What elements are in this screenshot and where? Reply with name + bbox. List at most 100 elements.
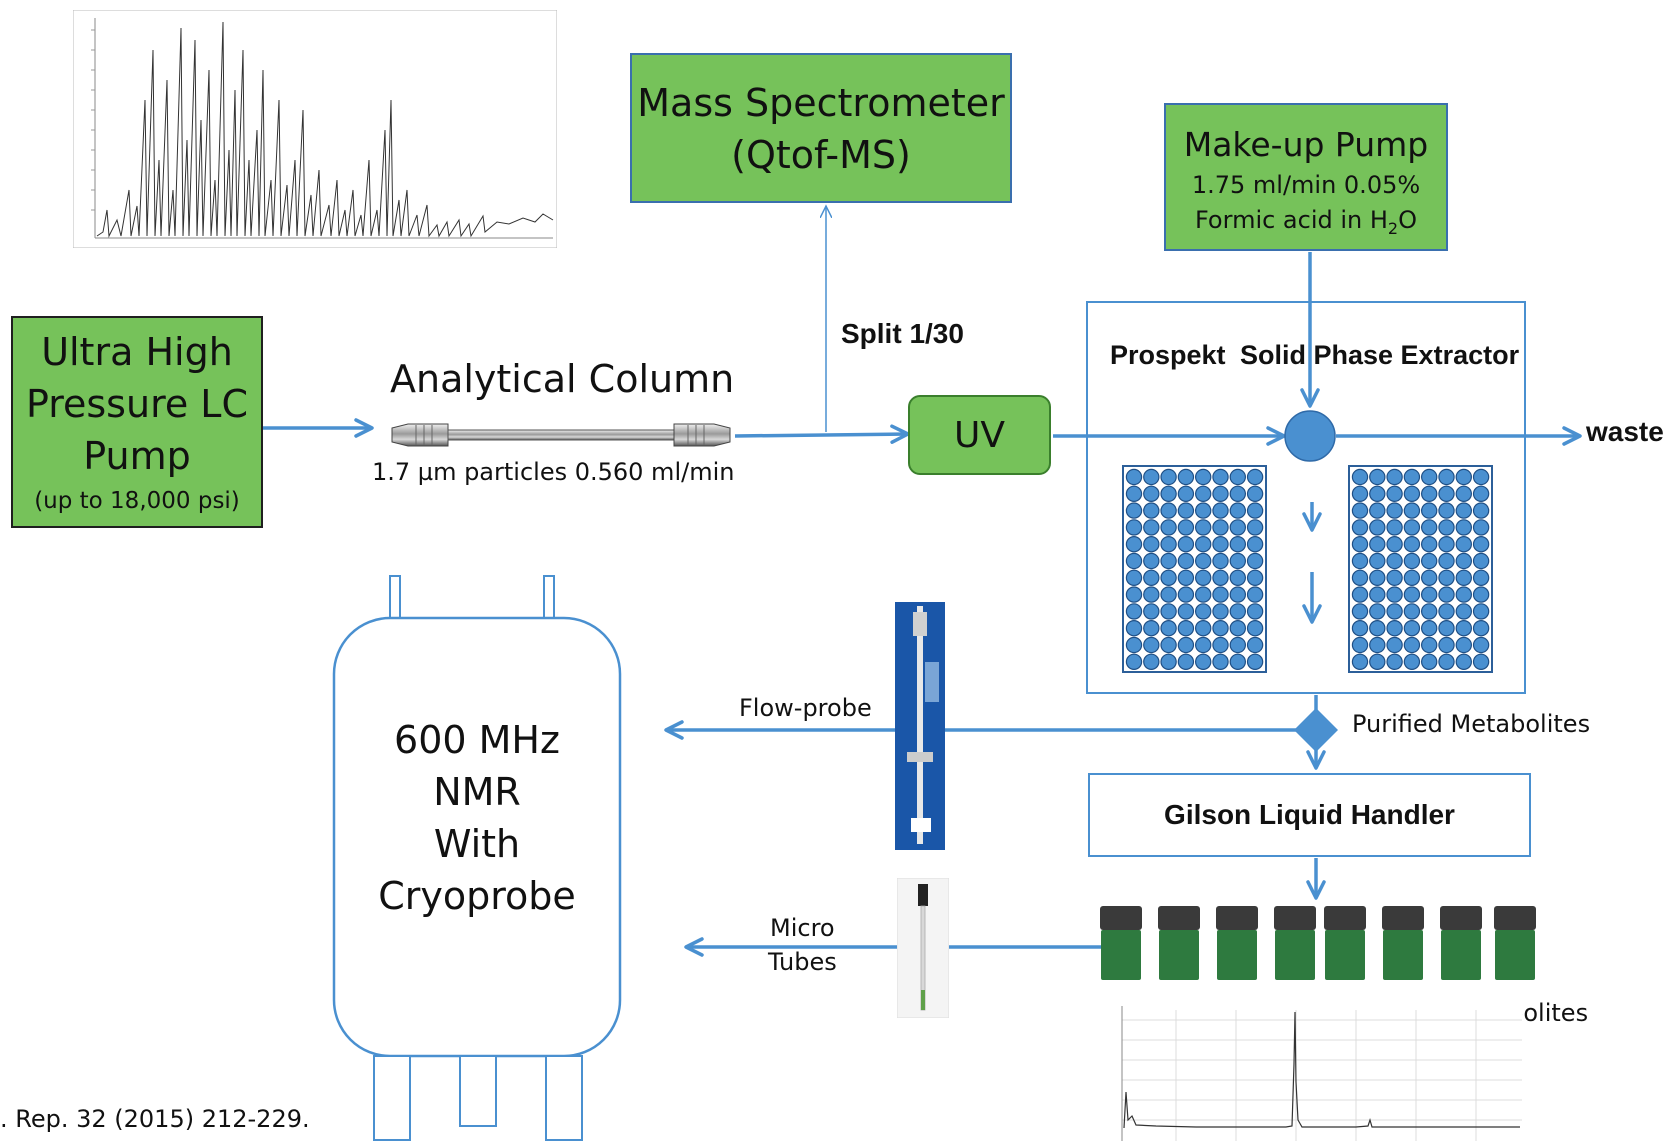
- lc-pump-line1: Ultra High: [41, 330, 233, 374]
- well: [1438, 603, 1455, 620]
- well: [1246, 519, 1264, 536]
- mass-spec-line2: (Qtof-MS): [731, 133, 911, 177]
- well: [1160, 485, 1177, 502]
- well: [1351, 653, 1369, 670]
- well: [1194, 603, 1212, 620]
- well: [1229, 519, 1247, 536]
- well: [1455, 653, 1473, 670]
- well: [1125, 552, 1143, 570]
- well: [1472, 535, 1490, 553]
- well: [1194, 653, 1212, 670]
- well: [1455, 569, 1473, 587]
- well: [1420, 636, 1438, 654]
- well: [1177, 552, 1195, 570]
- well: [1420, 552, 1438, 570]
- well: [1403, 468, 1421, 486]
- micro-tubes-line2: Tubes: [768, 948, 837, 976]
- nmr-line3: With: [433, 822, 521, 866]
- well: [1246, 552, 1264, 570]
- well: [1472, 636, 1490, 654]
- vial-body: [1383, 930, 1423, 980]
- well: [1246, 468, 1264, 486]
- well: [1177, 535, 1195, 553]
- well: [1212, 519, 1229, 536]
- well: [1160, 653, 1177, 670]
- well: [1246, 653, 1264, 670]
- well: [1212, 502, 1229, 519]
- well: [1160, 636, 1177, 654]
- well: [1369, 519, 1386, 536]
- well: [1438, 535, 1455, 553]
- well: [1229, 619, 1247, 637]
- well: [1420, 569, 1438, 587]
- well: [1403, 653, 1421, 670]
- well: [1369, 603, 1386, 620]
- well: [1143, 468, 1160, 486]
- well: [1472, 619, 1490, 637]
- well: [1455, 586, 1473, 603]
- well: [1143, 502, 1160, 519]
- well: [1351, 586, 1369, 603]
- well: [1351, 535, 1369, 553]
- well: [1386, 502, 1403, 519]
- arrow-column-to-uv: [734, 424, 910, 444]
- well: [1403, 485, 1421, 502]
- well: [1143, 653, 1160, 670]
- purified-metabolites-label-1: Purified Metabolites: [1352, 710, 1591, 738]
- lc-pump-line2: Pressure LC: [25, 382, 249, 426]
- split-label: Split 1/30: [841, 318, 964, 349]
- well: [1246, 619, 1264, 637]
- micro-tube-image: [897, 878, 949, 1018]
- well: [1177, 485, 1195, 502]
- spe-label-prospekt: Prospekt: [1110, 340, 1226, 370]
- well: [1403, 636, 1421, 654]
- vial-cap: [1274, 906, 1316, 930]
- well: [1472, 569, 1490, 587]
- well: [1438, 485, 1455, 502]
- well: [1386, 485, 1403, 502]
- well: [1472, 653, 1490, 670]
- well: [1177, 586, 1195, 603]
- well: [1212, 603, 1229, 620]
- waste-label: waste: [1586, 416, 1664, 447]
- vial-body: [1101, 930, 1141, 980]
- makeup-pump-box: Make-up Pump 1.75 ml/min 0.05% Formic ac…: [1164, 103, 1448, 251]
- well: [1246, 586, 1264, 603]
- well: [1125, 619, 1143, 637]
- vial-body: [1441, 930, 1481, 980]
- well: [1125, 519, 1143, 536]
- uv-label: UV: [954, 415, 1005, 456]
- well: [1369, 485, 1386, 502]
- makeup-solvent-subscript: 2: [1387, 218, 1399, 238]
- well: [1403, 586, 1421, 603]
- well: [1246, 502, 1264, 519]
- well: [1229, 485, 1247, 502]
- well: [1212, 468, 1229, 486]
- well: [1194, 619, 1212, 637]
- nmr-magnet-outline: [332, 575, 622, 1141]
- mass-spectrometer-box: Mass Spectrometer (Qtof-MS): [630, 53, 1012, 203]
- well: [1229, 468, 1247, 486]
- vial-cap: [1440, 906, 1482, 930]
- well: [1246, 636, 1264, 654]
- vial-cap: [1216, 906, 1258, 930]
- well: [1455, 468, 1473, 486]
- well: [1143, 586, 1160, 603]
- lc-pump-note: (up to 18,000 psi): [34, 488, 240, 514]
- well: [1386, 636, 1403, 654]
- well: [1125, 468, 1143, 486]
- well: [1420, 535, 1438, 553]
- well: [1369, 653, 1386, 670]
- split-valve-diamond: [1294, 708, 1338, 752]
- nmr-line1: 600 MHz: [394, 718, 560, 762]
- well: [1143, 485, 1160, 502]
- vial-cap: [1100, 906, 1142, 930]
- well: [1143, 552, 1160, 570]
- well-plate-left: [1122, 465, 1267, 673]
- well: [1351, 619, 1369, 637]
- well: [1229, 502, 1247, 519]
- nmr-line4: Cryoprobe: [378, 874, 576, 918]
- well: [1403, 519, 1421, 536]
- well: [1229, 569, 1247, 587]
- well: [1438, 586, 1455, 603]
